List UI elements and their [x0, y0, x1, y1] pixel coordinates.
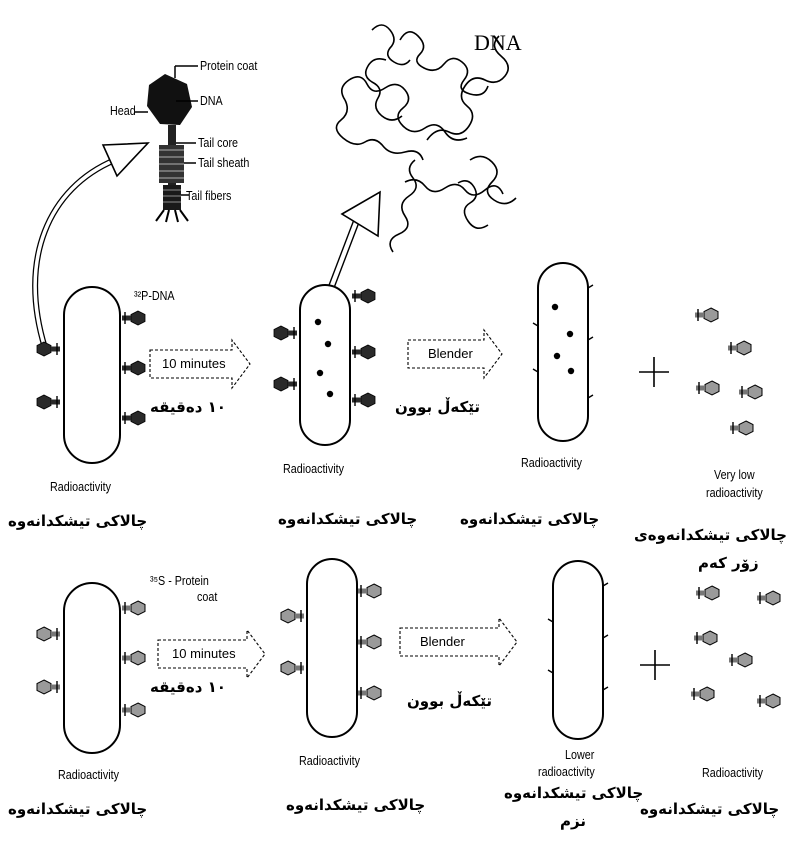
phage-tail-sheath-label: Tail sheath [198, 156, 249, 170]
row2-cell1-ku: چالاکی تیشکدانەوە [8, 800, 147, 818]
row1-cell1-en: Radioactivity [50, 480, 111, 494]
row1-free-phages [695, 308, 762, 435]
row2-time-ku: ۱۰ دەقیقە [150, 678, 226, 696]
row1-free-en-1: Very low [714, 468, 755, 482]
row2-bacterium-2 [281, 559, 381, 737]
row2-free-phages [691, 586, 780, 708]
phage-protein-coat-label: Protein coat [200, 59, 257, 73]
row1-bacterium-2 [274, 285, 375, 445]
row2-time-label: 10 minutes [172, 646, 236, 661]
row1-cell3-en: Radioactivity [521, 456, 582, 470]
phage-head-label: Head [110, 104, 136, 118]
row2-cell2-ku: چالاکی تیشکدانەوە [286, 796, 425, 814]
row1-blender-ku: تێکەڵ بوون [395, 398, 480, 416]
row1-cell2-en: Radioactivity [283, 462, 344, 476]
row2-cell3-ku-1: چالاکی تیشکدانەوە [504, 784, 643, 802]
row2-bacterium-3 [548, 561, 608, 739]
row1-bacterium-3 [533, 263, 593, 441]
row1-plus-sign [639, 357, 669, 387]
row1-cell1-ku: چالاکی تیشکدانەوە [8, 512, 147, 530]
phage-tail-core-label: Tail core [198, 136, 238, 150]
row2-isotope-label: ³⁵S - Protein [150, 574, 209, 588]
row2-blender-label: Blender [420, 634, 465, 649]
row2-isotope-label-2: coat [197, 590, 217, 604]
row1-free-ku-2: زۆر کەم [698, 554, 759, 572]
row2-cell3-en-1: Lower [565, 748, 594, 762]
row1-isotope-label: ³²P-DNA [134, 289, 175, 303]
row2-free-ku: چالاکی تیشکدانەوە [640, 800, 779, 818]
row1-free-ku-1: چالاکی تیشکدانەوەی [634, 526, 787, 544]
row1-blender-label: Blender [428, 346, 473, 361]
row1-cell3-ku: چالاکی تیشکدانەوە [460, 510, 599, 528]
row1-bacterium-1 [37, 287, 145, 463]
row2-cell1-en: Radioactivity [58, 768, 119, 782]
row2-free-en: Radioactivity [702, 766, 763, 780]
row2-cell3-ku-2: نزم [560, 812, 586, 830]
row1-free-en-2: radioactivity [706, 486, 763, 500]
row2-cell2-en: Radioactivity [299, 754, 360, 768]
row2-plus-sign [640, 650, 670, 680]
row1-time-ku: ۱۰ دەقیقە [150, 398, 226, 416]
phage-dna-label: DNA [200, 94, 223, 108]
dna-title: DNA [474, 30, 522, 56]
row2-bacterium-1 [37, 583, 145, 753]
row2-blender-ku: تێکەڵ بوون [407, 692, 492, 710]
row1-time-label: 10 minutes [162, 356, 226, 371]
phage-tail-fibers-label: Tail fibers [186, 189, 231, 203]
row2-cell3-en-2: radioactivity [538, 765, 595, 779]
row1-cell2-ku: چالاکی تیشکدانەوە [278, 510, 417, 528]
